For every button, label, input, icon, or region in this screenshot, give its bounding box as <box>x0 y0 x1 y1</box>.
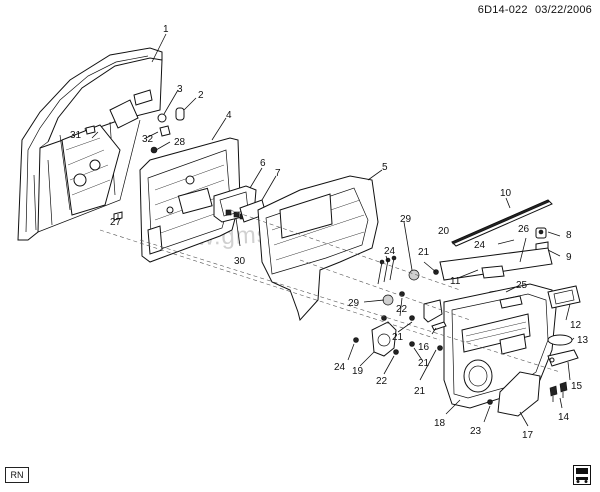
door-frame-part <box>17 47 163 241</box>
callout-label: 12 <box>570 320 582 331</box>
callout-label: 6 <box>260 158 266 169</box>
callout-label: 19 <box>352 366 364 377</box>
callout-label: 15 <box>571 381 583 392</box>
push-pin-parts <box>549 381 568 402</box>
callout-label: 18 <box>434 418 446 429</box>
callout-label: 27 <box>110 217 122 228</box>
handle-bezel-part <box>547 285 581 309</box>
leader-lines <box>91 33 575 427</box>
callout-label: 30 <box>234 256 246 267</box>
diagram-header: 6D14-022 03/22/2006 <box>474 4 592 16</box>
callout-label: 22 <box>396 304 408 315</box>
callout-label: 21 <box>392 332 404 343</box>
callout-label: 24 <box>334 362 346 373</box>
drawing-date: 03/22/2006 <box>534 4 592 16</box>
callout-label: 28 <box>174 137 186 148</box>
callout-label: 22 <box>376 376 388 387</box>
callout-label: 20 <box>438 226 450 237</box>
callout-labels: 1 2 3 32 31 28 4 27 6 7 5 30 24 29 20 21… <box>70 24 589 441</box>
clip-parts <box>85 107 185 154</box>
water-deflector-part <box>139 137 241 263</box>
alignment-lines <box>99 209 561 373</box>
small-fastener-parts <box>113 211 493 405</box>
callout-label: 9 <box>566 252 572 263</box>
callout-label: 29 <box>348 298 360 309</box>
callout-label: 5 <box>382 162 388 173</box>
callout-label: 7 <box>275 168 281 179</box>
bracket-parts <box>213 185 267 223</box>
callout-label: 25 <box>516 280 528 291</box>
callout-label: 21 <box>418 247 430 258</box>
callout-label: 14 <box>558 412 570 423</box>
callout-label: 29 <box>400 214 412 225</box>
callout-label: 24 <box>384 246 396 257</box>
callout-label: 13 <box>577 335 589 346</box>
callout-label: 4 <box>226 110 232 121</box>
courtesy-lamp-part <box>547 334 573 346</box>
callout-label: 10 <box>500 188 512 199</box>
rn-badge: RN <box>5 467 29 483</box>
callout-label: 23 <box>470 426 482 437</box>
callout-label: 21 <box>414 386 426 397</box>
gm-vehicle-logo-icon <box>573 465 591 485</box>
callout-label: 24 <box>474 240 486 251</box>
speaker-grille-part <box>497 371 541 417</box>
sound-insulator-part <box>257 175 379 322</box>
callout-label: 1 <box>163 24 169 35</box>
drawing-id: 6D14-022 <box>477 4 528 16</box>
pull-handle-part <box>547 349 579 367</box>
callout-label: 31 <box>70 130 82 141</box>
callout-label: 8 <box>566 230 572 241</box>
callout-label: 32 <box>142 134 154 145</box>
callout-label: 16 <box>418 342 430 353</box>
callout-label: 2 <box>198 90 204 101</box>
callout-label: 26 <box>518 224 530 235</box>
callout-label: 3 <box>177 84 183 95</box>
callout-label: 11 <box>450 276 461 287</box>
callout-label: 17 <box>522 430 534 441</box>
callout-label: 21 <box>418 358 430 369</box>
